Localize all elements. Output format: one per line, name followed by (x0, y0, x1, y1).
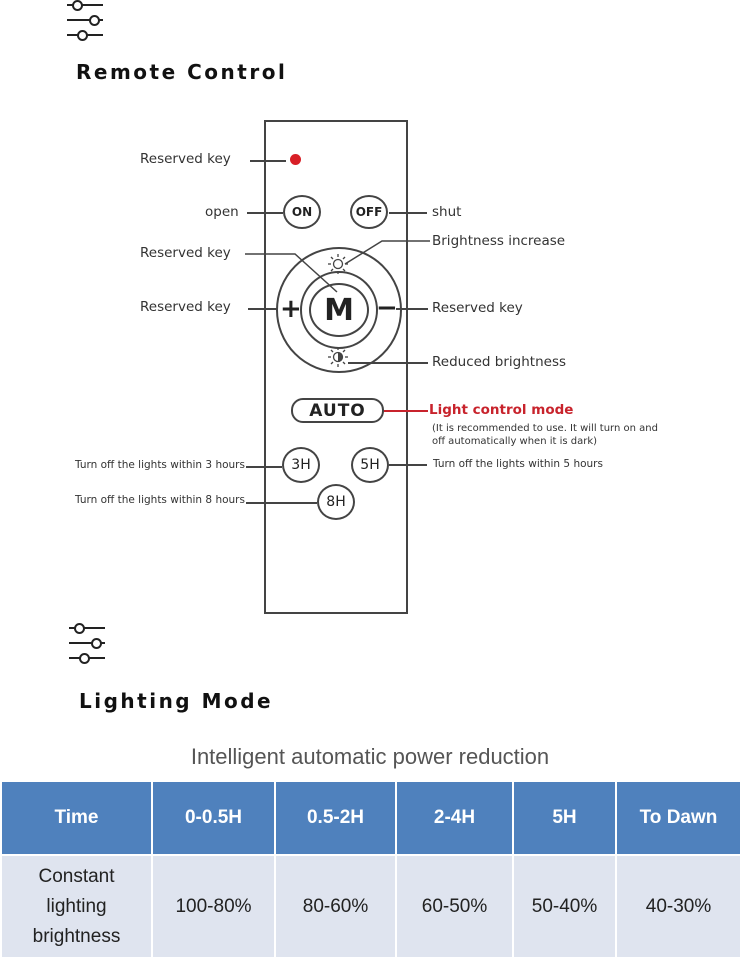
timer-8h-button[interactable]: 8H (317, 484, 355, 520)
header-cell: 0-0.5H (151, 780, 276, 856)
leader-line (348, 362, 428, 364)
section-title-lighting: Lighting Mode (79, 689, 274, 713)
header-cell: To Dawn (615, 780, 740, 856)
leader-line (389, 464, 427, 466)
leader-line (245, 253, 338, 293)
brightness-down-icon[interactable] (327, 346, 349, 368)
label-reduced-brightness: Reduced brightness (432, 354, 567, 370)
row-label-cell: Constant lighting brightness (0, 854, 153, 959)
plus-button[interactable]: + (280, 294, 302, 324)
dpad-outer-ring (276, 247, 402, 373)
leader-line (344, 240, 430, 265)
on-button[interactable]: ON (283, 195, 321, 229)
sliders-icon (69, 623, 109, 664)
label-reserved-key-plus: Reserved key (140, 299, 231, 315)
table-cell: 50-40% (512, 854, 617, 959)
auto-button[interactable]: AUTO (291, 398, 384, 423)
row-label-line: lighting (46, 895, 107, 917)
leader-line (248, 308, 278, 310)
table-caption: Intelligent automatic power reduction (190, 744, 550, 769)
label-reserved-key-top: Reserved key (140, 151, 231, 167)
header-cell: 2-4H (395, 780, 514, 856)
table-cell: 100-80% (151, 854, 276, 959)
label-open: open (205, 204, 239, 220)
table-cell: 40-30% (615, 854, 740, 959)
leader-line (389, 212, 427, 214)
leader-line (246, 502, 317, 504)
label-off-5h: Turn off the lights within 5 hours (433, 458, 603, 470)
leader-line (396, 308, 428, 310)
sliders-icon (67, 0, 107, 41)
light-control-note-2: off automatically when it is dark) (432, 436, 598, 447)
header-cell: 5H (512, 780, 617, 856)
table-cell: 80-60% (274, 854, 397, 959)
label-brightness-increase: Brightness increase (432, 233, 566, 249)
table-cell: 60-50% (395, 854, 514, 959)
leader-line-red (384, 410, 428, 412)
header-cell: 0.5-2H (274, 780, 397, 856)
label-off-3h: Turn off the lights within 3 hours (75, 459, 245, 471)
label-shut: shut (432, 204, 462, 220)
table-header-row: Time 0-0.5H 0.5-2H 2-4H 5H To Dawn (0, 780, 740, 856)
brightness-up-icon[interactable] (327, 253, 349, 275)
power-reduction-table: Time 0-0.5H 0.5-2H 2-4H 5H To Dawn Const… (0, 780, 740, 959)
label-reserved-key-minus: Reserved key (432, 300, 523, 316)
minus-button[interactable]: − (376, 293, 398, 323)
reserved-key-led (290, 154, 301, 165)
label-reserved-key-m: Reserved key (140, 245, 231, 261)
dpad-inner-ring (300, 271, 378, 349)
mode-button[interactable]: M (309, 283, 369, 337)
row-label-line: Constant (38, 865, 115, 887)
off-button[interactable]: OFF (350, 195, 388, 229)
label-light-control-mode: Light control mode (429, 402, 574, 418)
light-control-note-1: (It is recommended to use. It will turn … (432, 423, 658, 434)
timer-3h-button[interactable]: 3H (282, 447, 320, 483)
section-title-remote: Remote Control (76, 60, 288, 84)
label-off-8h: Turn off the lights within 8 hours (75, 494, 245, 506)
row-label-line: brightness (32, 925, 121, 947)
header-cell: Time (0, 780, 153, 856)
table-row: Constant lighting brightness 100-80% 80-… (0, 854, 740, 959)
leader-line (246, 466, 282, 468)
leader-line (250, 160, 286, 162)
leader-line (247, 212, 283, 214)
timer-5h-button[interactable]: 5H (351, 447, 389, 483)
